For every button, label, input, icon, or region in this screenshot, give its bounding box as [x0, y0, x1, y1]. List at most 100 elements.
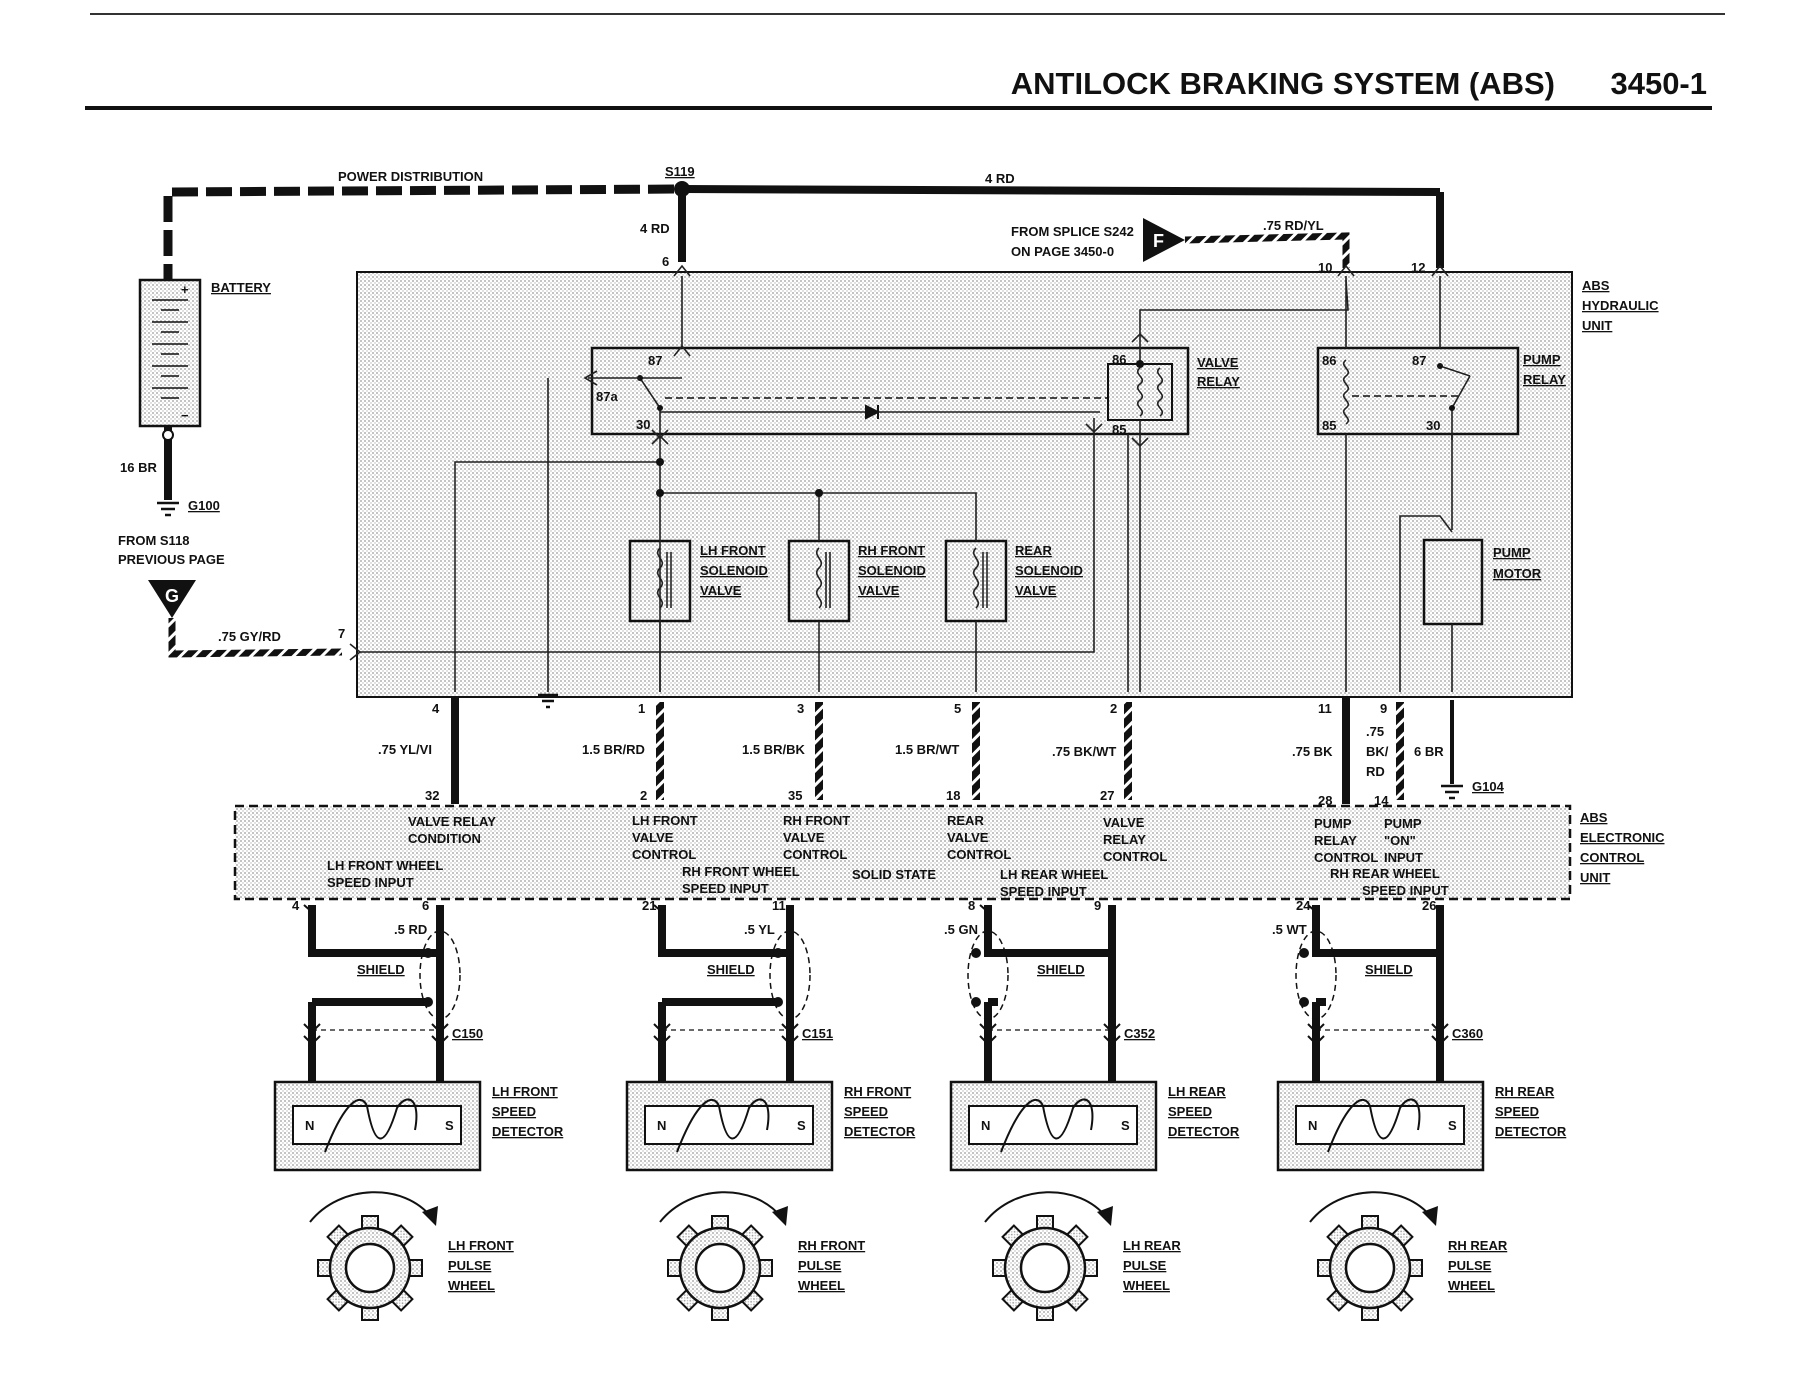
north-pole-label: N — [981, 1118, 990, 1133]
shield-icon — [419, 930, 461, 1020]
connector-arrow-icon — [653, 1023, 671, 1046]
pump-motor-label: MOTOR — [1493, 566, 1542, 581]
battery-label: BATTERY — [211, 280, 271, 295]
ecu-lh-front-valve-control: CONTROL — [632, 847, 696, 862]
ecu-rh-front-valve-control: CONTROL — [783, 847, 847, 862]
speed-detector-label: LH REAR — [1168, 1084, 1226, 1099]
coil-icon — [1136, 367, 1144, 417]
ecu-rh-front-valve-control: RH FRONT — [783, 813, 850, 828]
internal-wiring — [360, 378, 1129, 692]
battery — [138, 278, 202, 428]
harness-wire-9-label: BK/ — [1366, 744, 1389, 759]
sensor-pin-label: 8 — [968, 898, 975, 913]
lh-front-valve-label: SOLENOID — [700, 563, 768, 578]
ground-g104-icon — [1441, 784, 1463, 800]
lh-front-valve-label: LH FRONT — [700, 543, 766, 558]
ground-g100-label: G100 — [188, 498, 220, 513]
rotation-arrow-icon — [1422, 1206, 1438, 1226]
harness-wires — [451, 698, 1454, 804]
battery-minus-icon: − — [181, 408, 189, 423]
pump-motor-box — [1422, 538, 1484, 626]
sensor-pin-label: 21 — [642, 898, 656, 913]
ecu-label: ABS — [1580, 810, 1608, 825]
ecu-label: UNIT — [1580, 870, 1610, 885]
ground-g104-label: G104 — [1472, 779, 1505, 794]
sensor-pin-label: 11 — [772, 898, 786, 913]
relay-pin-87a: 87a — [596, 389, 618, 404]
pump-relay-pin-85: 85 — [1322, 418, 1336, 433]
sensor-pin-label: 24 — [1296, 898, 1311, 913]
rh-front-valve-label: SOLENOID — [858, 563, 926, 578]
pin-connector — [1431, 264, 1449, 277]
ecu-rear-valve-control: REAR — [947, 813, 984, 828]
pump-relay-coil — [1342, 359, 1350, 425]
ecu-lh-rear-wheel-input: SPEED INPUT — [1000, 884, 1087, 899]
pin-6-label: 6 — [662, 254, 669, 269]
pin-connector — [673, 264, 691, 277]
ground-internal-icon — [538, 693, 558, 709]
pump-motor-label: PUMP — [1493, 545, 1531, 560]
hydraulic-unit-label: UNIT — [1582, 318, 1612, 333]
page-number: 3450-1 — [1610, 66, 1707, 101]
speed-detector-label: SPEED — [844, 1104, 888, 1119]
ecu-valve-relay-control: RELAY — [1103, 832, 1146, 847]
shield-icon — [1295, 930, 1337, 1020]
wire-4rd-top — [681, 185, 1441, 196]
coil-icon — [1156, 367, 1164, 417]
ecu-box — [233, 804, 1572, 901]
harness-pin-bottom: 27 — [1100, 788, 1114, 803]
shield-label: SHIELD — [707, 962, 755, 977]
valve-relay-label: RELAY — [1197, 374, 1240, 389]
wire-rdyl-label: .75 RD/YL — [1263, 218, 1324, 233]
sensor-pin-label: 4 — [292, 898, 300, 913]
ecu-lh-front-valve-control: VALVE — [632, 830, 674, 845]
lh-front-valve-label: VALVE — [700, 583, 742, 598]
north-pole-label: N — [305, 1118, 314, 1133]
pulse-wheel-label: LH FRONT — [448, 1238, 514, 1253]
battery-plus-icon: + — [181, 282, 189, 297]
rotation-arrow-icon — [1097, 1206, 1113, 1226]
harness-pin-top: 5 — [954, 701, 961, 716]
rear-valve-label: SOLENOID — [1015, 563, 1083, 578]
pin-connector — [1131, 437, 1149, 448]
speed-detector-label: RH REAR — [1495, 1084, 1555, 1099]
wire-4rd-label: 4 RD — [985, 171, 1015, 186]
speed-detector-magnet — [1295, 1105, 1465, 1145]
coil-icon — [1000, 1098, 1094, 1153]
shield-splice — [773, 997, 783, 1007]
connector-f-letter: F — [1153, 231, 1164, 251]
ecu-pump-on-input: PUMP — [1384, 816, 1422, 831]
pump-relay-label: PUMP — [1523, 352, 1561, 367]
page-title: ANTILOCK BRAKING SYSTEM (ABS) — [1011, 66, 1555, 101]
shield-splice — [1299, 948, 1309, 958]
ecu-valve-relay-condition: VALVE RELAY — [408, 814, 496, 829]
pulse-wheel-label: RH REAR — [1448, 1238, 1508, 1253]
hydraulic-unit-label: HYDRAULIC — [1582, 298, 1659, 313]
splice-dot — [1136, 360, 1144, 368]
diode-icon — [865, 404, 881, 420]
sensor-pin-label: 9 — [1094, 898, 1101, 913]
relay-pin-85: 85 — [1112, 422, 1126, 437]
speed-detector-label: LH FRONT — [492, 1084, 558, 1099]
power-distribution-label: POWER DISTRIBUTION — [338, 169, 483, 184]
coil-icon — [676, 1098, 770, 1153]
harness-wire-label: .75 YL/VI — [378, 742, 432, 757]
ecu-pump-relay-control: CONTROL — [1314, 850, 1378, 865]
ecu-rh-rear-wheel-input: RH REAR WHEEL — [1330, 866, 1440, 881]
ecu-valve-relay-control: VALVE — [1103, 815, 1145, 830]
harness-pin-top: 1 — [638, 701, 645, 716]
connector-label: C150 — [452, 1026, 483, 1041]
relay-86-wire — [1139, 279, 1349, 364]
ecu-rh-front-wheel-input: RH FRONT WHEEL — [682, 864, 800, 879]
pulse-wheel-label: PULSE — [448, 1258, 492, 1273]
shield-label: SHIELD — [1365, 962, 1413, 977]
rotation-arrow-icon — [422, 1206, 438, 1226]
wire-rdyl — [1184, 232, 1350, 268]
ecu-label: ELECTRONIC — [1580, 830, 1665, 845]
ecu-lh-front-wheel-input: SPEED INPUT — [327, 875, 414, 890]
connector-label: C151 — [802, 1026, 833, 1041]
harness-pin-bottom: 28 — [1318, 793, 1332, 808]
relay-switch — [639, 377, 682, 440]
valve-relay-box — [590, 346, 1190, 436]
pulse-wheel-label: WHEEL — [448, 1278, 495, 1293]
